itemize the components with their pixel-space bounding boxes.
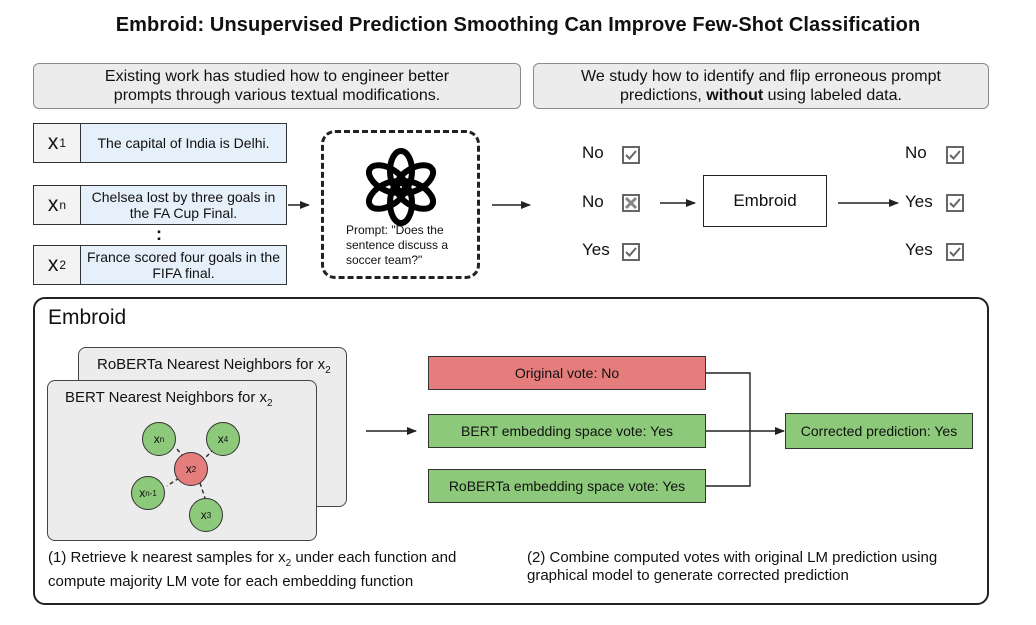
node-x3-var: x <box>200 508 207 522</box>
node-xn-sub: n <box>159 434 165 444</box>
roberta-card-title: RoBERTa Nearest Neighbors for x2 <box>97 356 331 376</box>
vote-roberta: RoBERTa embedding space vote: Yes <box>428 469 706 503</box>
input-x1-sub: 1 <box>59 136 67 150</box>
check-icon <box>946 243 964 261</box>
banner-left-line2: prompts through various textual modifica… <box>113 87 441 104</box>
vote-bert: BERT embedding space vote: Yes <box>428 414 706 448</box>
caption-step-1-sub: 2 <box>285 558 292 569</box>
page-title: Embroid: Unsupervised Prediction Smoothi… <box>115 14 921 36</box>
banner-existing-work: Existing work has studied how to enginee… <box>33 63 521 109</box>
node-x2-sub: 2 <box>191 464 197 474</box>
input-xn-sentence: Chelsea lost by three goals in the FA Cu… <box>80 185 287 225</box>
node-xn1-var: x <box>139 486 146 500</box>
caption-step-1-line1: (1) Retrieve k nearest samples for x2 un… <box>48 549 508 573</box>
bert-card-title-sub: 2 <box>267 398 273 409</box>
banner-right-line1: We study how to identify and flip errone… <box>581 68 941 85</box>
node-x4-sub: 4 <box>223 434 229 444</box>
banner-left-line1: Existing work has studied how to enginee… <box>104 68 450 85</box>
check-icon <box>622 243 640 261</box>
caption-step-1-line2: compute majority LM vote for each embedd… <box>48 573 414 590</box>
vote-merge-line <box>706 372 751 487</box>
node-xn-var: x <box>153 432 160 446</box>
input-x1-sentence: The capital of India is Delhi. <box>80 123 287 163</box>
banner-our-study: We study how to identify and flip errone… <box>533 63 989 109</box>
original-pred-2-label: No <box>582 192 604 211</box>
node-xn1-sub: n-1 <box>145 488 157 498</box>
corrected-pred-2-label: Yes <box>905 192 933 211</box>
caption-step-1-pre: (1) Retrieve k nearest samples for x <box>48 549 286 566</box>
roberta-card-title-prefix: RoBERTa Nearest Neighbors for x <box>97 356 326 373</box>
banner-right-line2-bold: without <box>706 87 764 104</box>
input-xn-var: x <box>47 193 59 216</box>
input-x2-sentence: France scored four goals in the FIFA fin… <box>80 245 287 285</box>
logo-petal <box>365 162 409 196</box>
banner-right-line2-post: using labeled data. <box>763 87 902 104</box>
bert-card-title-prefix: BERT Nearest Neighbors for x <box>65 389 268 406</box>
bert-card-title: BERT Nearest Neighbors for x2 <box>65 389 273 409</box>
edge-x2-x3 <box>199 482 206 499</box>
caption-step-1-post: under each function and <box>291 549 457 566</box>
prompt-text: Prompt: "Does the sentence discuss a soc… <box>346 223 449 267</box>
caption-step-2-line2: graphical model to generate corrected pr… <box>527 567 849 584</box>
prompt-box: Prompt: "Does the sentence discuss a soc… <box>321 130 480 279</box>
node-x4-var: x <box>217 432 224 446</box>
cross-icon <box>622 194 640 212</box>
node-x2-var: x <box>185 462 192 476</box>
roberta-card-title-sub: 2 <box>325 365 331 376</box>
corrected-prediction: Corrected prediction: Yes <box>785 413 973 449</box>
input-xn-sub: n <box>59 198 67 212</box>
banner-right-line2-pre: predictions, <box>620 87 707 104</box>
caption-step-2-line1: (2) Combine computed votes with original… <box>527 549 938 566</box>
check-icon <box>946 194 964 212</box>
corrected-pred-3-label: Yes <box>905 240 933 259</box>
check-icon <box>622 146 640 164</box>
node-x3-sub: 3 <box>206 510 212 520</box>
caption-step-1: (1) Retrieve k nearest samples for x2 un… <box>48 549 508 591</box>
corrected-pred-1-label: No <box>905 143 927 162</box>
vote-original: Original vote: No <box>428 356 706 390</box>
embroid-panel <box>33 297 989 605</box>
embroid-box: Embroid <box>703 175 827 227</box>
check-icon <box>946 146 964 164</box>
input-x2-var: x <box>47 253 59 276</box>
input-x2-sub: 2 <box>59 258 67 272</box>
input-ellipsis: : <box>156 224 162 244</box>
original-pred-1-label: No <box>582 143 604 162</box>
caption-step-2: (2) Combine computed votes with original… <box>527 549 982 585</box>
banner-right-line2: predictions, without using labeled data. <box>581 86 941 105</box>
original-pred-3-label: Yes <box>582 240 610 259</box>
panel-title: Embroid <box>48 306 127 329</box>
input-x1-var: x <box>47 131 59 154</box>
openai-logo-icon <box>365 148 437 226</box>
